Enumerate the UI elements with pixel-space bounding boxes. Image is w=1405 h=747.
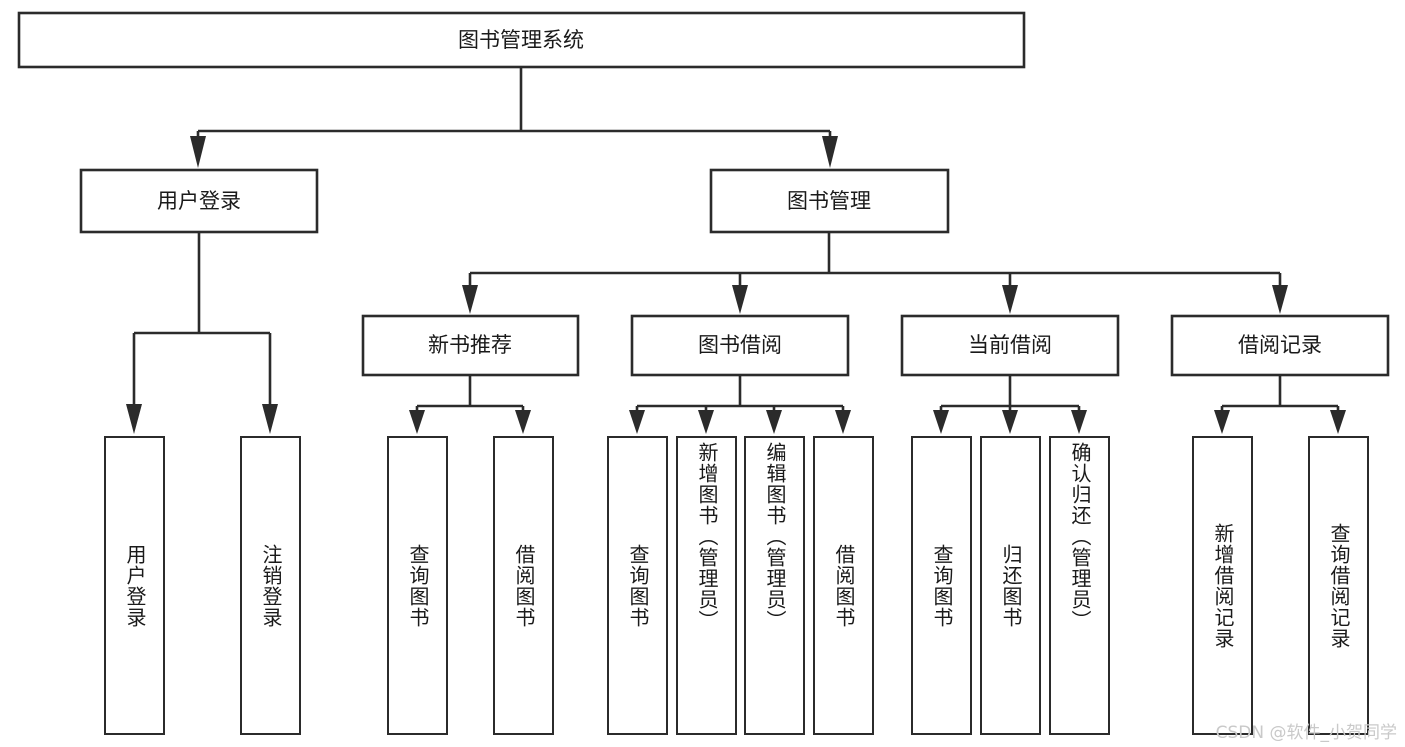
leaf-label: 查询图书	[406, 543, 430, 628]
leaf-book-borrow-3[interactable]: 借阅图书	[813, 436, 874, 735]
arrow-head-leaf-borrow-record-0	[1214, 410, 1230, 434]
arrow-head-to-book-manage	[822, 136, 838, 168]
leaf-current-borrow-2[interactable]: 确认归还（管理员）	[1049, 436, 1110, 735]
node-book-manage-label: 图书管理	[787, 189, 871, 213]
leaf-book-borrow-2[interactable]: 编辑图书（管理员）	[744, 436, 805, 735]
node-book-borrow-box	[630, 314, 850, 377]
arrow-head-leaf-user-login-0	[126, 404, 142, 434]
leaf-label: 借阅图书	[832, 543, 856, 628]
arrow-head-to-user-login	[190, 136, 206, 168]
arrow-head-leaf-borrow-record-1	[1330, 410, 1346, 434]
leaf-label: 确认归还（管理员）	[1068, 442, 1092, 631]
arrow-head-leaf-current-borrow-2	[1071, 410, 1087, 434]
leaf-current-borrow-1[interactable]: 归还图书	[980, 436, 1041, 735]
leaf-label: 查询图书	[930, 543, 954, 628]
arrow-head-leaf-user-login-1	[262, 404, 278, 434]
leaf-label: 归还图书	[999, 543, 1023, 628]
node-current-borrow[interactable]: 当前借阅	[900, 314, 1120, 377]
node-user-login[interactable]: 用户登录	[79, 168, 319, 234]
leaf-label: 注销登录	[259, 543, 283, 628]
leaf-book-borrow-0[interactable]: 查询图书	[607, 436, 668, 735]
leaf-user-login-0[interactable]: 用户登录	[104, 436, 165, 735]
leaf-borrow-record-0[interactable]: 新增借阅记录	[1192, 436, 1253, 735]
leaf-current-borrow-0[interactable]: 查询图书	[911, 436, 972, 735]
arrow-head-to-book-borrow	[732, 285, 748, 314]
arrow-head-leaf-current-borrow-1	[1002, 410, 1018, 434]
node-new-book-recommend-label: 新书推荐	[428, 333, 512, 357]
leaf-label: 查询图书	[626, 543, 650, 628]
node-book-borrow-label: 图书借阅	[698, 333, 782, 357]
node-new-book-recommend-box	[361, 314, 580, 377]
leaf-book-borrow-1[interactable]: 新增图书（管理员）	[676, 436, 737, 735]
node-user-login-label: 用户登录	[157, 189, 241, 213]
leaf-label: 新增图书（管理员）	[695, 442, 719, 631]
node-borrow-record[interactable]: 借阅记录	[1170, 314, 1390, 377]
leaf-label: 查询借阅记录	[1327, 522, 1351, 649]
leaf-new-book-recommend-0[interactable]: 查询图书	[387, 436, 448, 735]
node-root-box	[17, 11, 1026, 69]
arrow-head-leaf-book-borrow-0	[629, 410, 645, 434]
node-book-manage[interactable]: 图书管理	[709, 168, 950, 234]
node-current-borrow-label: 当前借阅	[968, 333, 1052, 357]
arrow-head-leaf-book-borrow-3	[835, 410, 851, 434]
node-root[interactable]: 图书管理系统	[17, 11, 1026, 69]
leaf-user-login-1[interactable]: 注销登录	[240, 436, 301, 735]
node-current-borrow-box	[900, 314, 1120, 377]
arrow-head-leaf-new-book-0	[409, 410, 425, 434]
arrow-head-to-current-borrow	[1002, 285, 1018, 314]
arrow-head-leaf-current-borrow-0	[933, 410, 949, 434]
leaf-label: 新增借阅记录	[1211, 522, 1235, 649]
node-new-book-recommend[interactable]: 新书推荐	[361, 314, 580, 377]
leaf-label: 编辑图书（管理员）	[763, 442, 787, 631]
leaf-new-book-recommend-1[interactable]: 借阅图书	[493, 436, 554, 735]
node-root-label: 图书管理系统	[458, 28, 584, 52]
arrow-head-leaf-book-borrow-1	[698, 410, 714, 434]
leaf-label: 用户登录	[123, 543, 147, 628]
leaf-label: 借阅图书	[512, 543, 536, 628]
arrow-head-to-new-book	[462, 285, 478, 314]
node-borrow-record-label: 借阅记录	[1238, 333, 1322, 357]
leaf-borrow-record-1[interactable]: 查询借阅记录	[1308, 436, 1369, 735]
arrow-head-leaf-new-book-1	[515, 410, 531, 434]
node-book-borrow[interactable]: 图书借阅	[630, 314, 850, 377]
arrow-head-to-borrow-record	[1272, 285, 1288, 314]
arrow-head-leaf-book-borrow-2	[766, 410, 782, 434]
